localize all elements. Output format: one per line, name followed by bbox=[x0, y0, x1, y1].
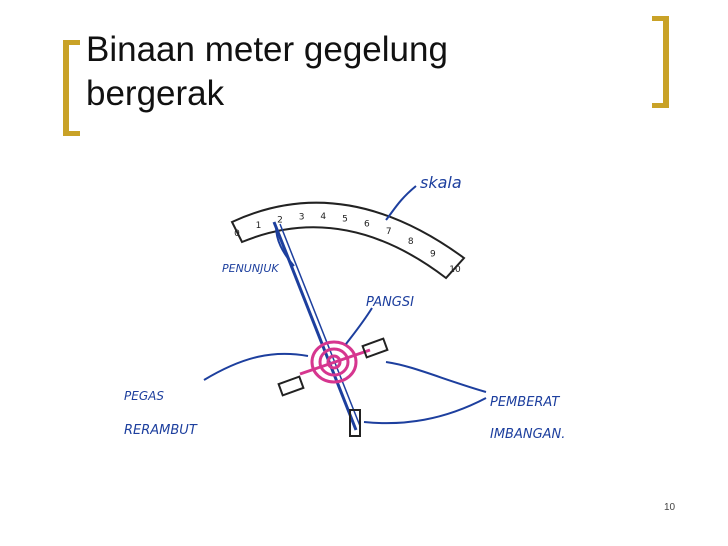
scale-arc bbox=[230, 201, 466, 280]
spring-label-line2: RERAMBUT bbox=[124, 423, 198, 438]
scale-mark: 4 bbox=[320, 212, 326, 222]
scale-marks: 0 1 2 3 4 5 6 7 8 9 10 bbox=[234, 212, 461, 275]
scale-mark: 6 bbox=[364, 219, 370, 229]
right-bracket-decoration bbox=[652, 16, 669, 108]
scale-mark: 10 bbox=[449, 265, 461, 275]
counterweight-label-line1: PEMBERAT bbox=[490, 395, 560, 410]
slide-title-line1: Binaan meter gegelung bbox=[86, 30, 448, 69]
scale-mark: 5 bbox=[342, 215, 348, 225]
slide-title-line2: bergerak bbox=[86, 74, 225, 113]
scale-mark: 0 bbox=[234, 229, 240, 239]
counterweight-label-line2: IMBANGAN. bbox=[490, 427, 565, 442]
pointer-needle bbox=[272, 221, 358, 431]
scale-mark: 9 bbox=[430, 250, 436, 260]
slide-title: Binaan meter gegelung bergerak bbox=[86, 28, 448, 116]
scale-mark: 3 bbox=[299, 213, 305, 223]
scale-mark: 2 bbox=[277, 215, 283, 225]
left-bracket-decoration bbox=[63, 40, 80, 136]
hair-spring bbox=[299, 340, 371, 384]
scale-mark: 1 bbox=[256, 221, 262, 231]
spring-label-line1: PEGAS bbox=[124, 389, 164, 403]
pointer-label: PENUNJUK bbox=[222, 262, 279, 275]
scale-mark: 8 bbox=[408, 237, 414, 247]
counterweight-left bbox=[277, 375, 305, 397]
counterweight-bottom bbox=[349, 409, 361, 437]
moving-coil-meter-diagram: 0 1 2 3 4 5 6 7 8 9 10 skala PENUNJUK PANGSI PEGAS… bbox=[124, 173, 565, 442]
scale-mark: 7 bbox=[386, 227, 392, 237]
counterweight-right bbox=[361, 337, 389, 359]
page-number: 10 bbox=[664, 502, 676, 513]
scale-label: skala bbox=[420, 173, 462, 192]
pivot-label: PANGSI bbox=[366, 295, 414, 310]
